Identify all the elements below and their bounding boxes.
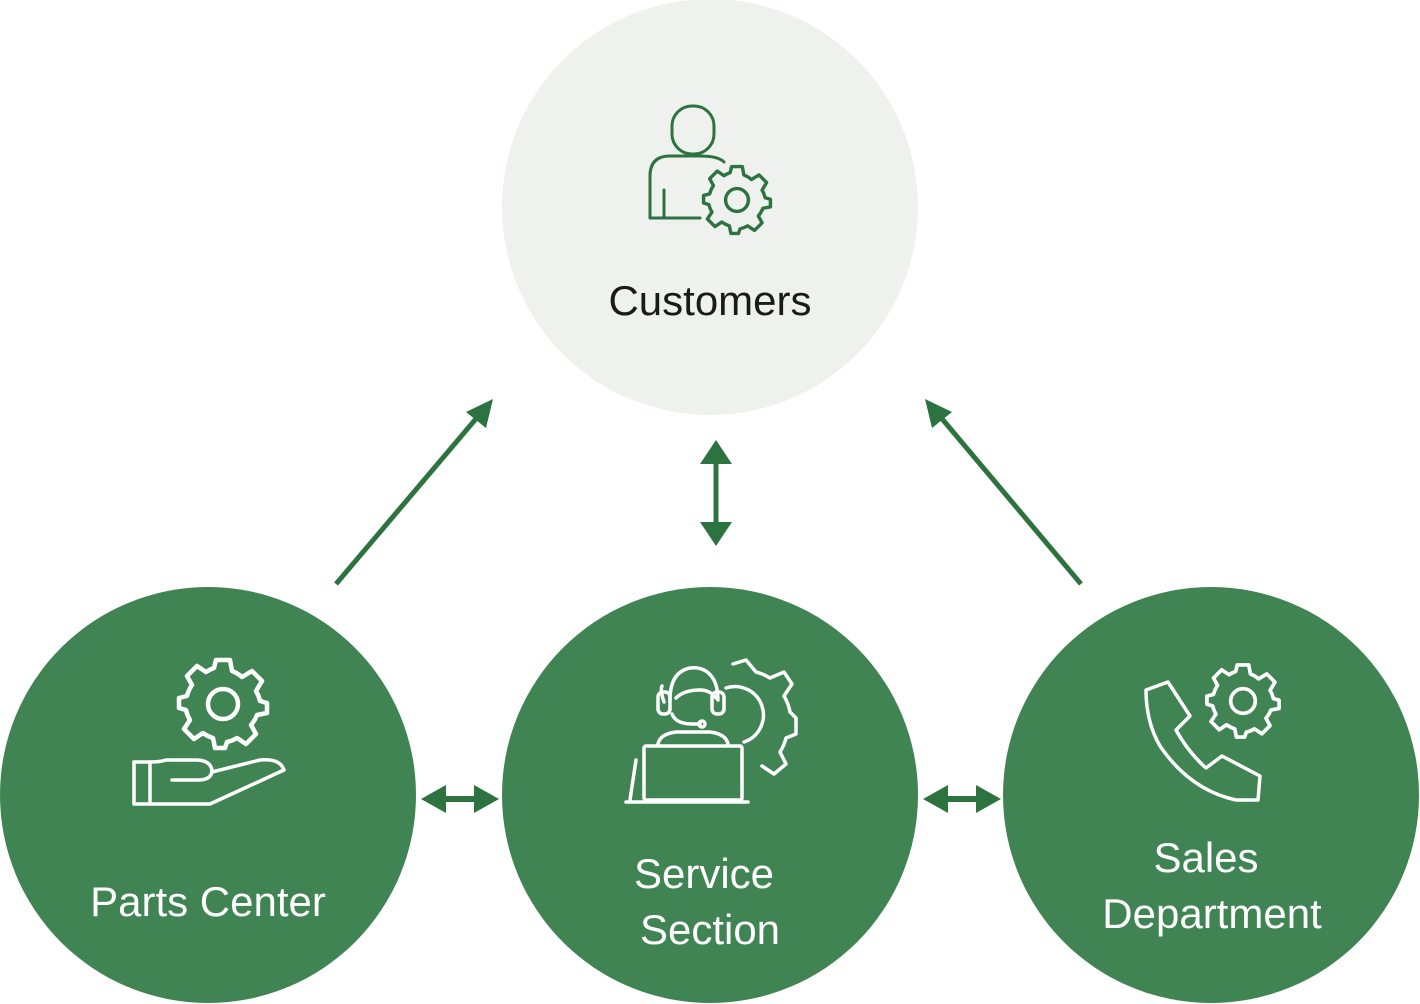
sales-department-label-line2: Department [1102, 890, 1322, 937]
arrow-service-sales-bidirectional [923, 785, 1001, 813]
customers-label: Customers [608, 277, 811, 324]
arrow-service-customers-bidirectional [700, 440, 732, 546]
service-section-node [502, 587, 918, 1003]
sales-department-node [1003, 587, 1419, 1003]
person-gear-icon [648, 104, 773, 236]
hand-gear-icon [132, 660, 286, 806]
service-section-label-line2: Section [640, 906, 780, 953]
sales-department-label-line1: Sales [1153, 834, 1258, 881]
parts-center-node [0, 587, 416, 1003]
support-agent-gear-icon [624, 658, 798, 804]
arrow-parts-to-customers [334, 399, 493, 586]
service-section-label-line1: Service [634, 850, 774, 897]
arrow-sales-to-customers [925, 399, 1083, 586]
arrow-parts-service-bidirectional [421, 785, 499, 813]
phone-gear-icon [1144, 663, 1281, 802]
parts-center-label: Parts Center [90, 878, 326, 925]
